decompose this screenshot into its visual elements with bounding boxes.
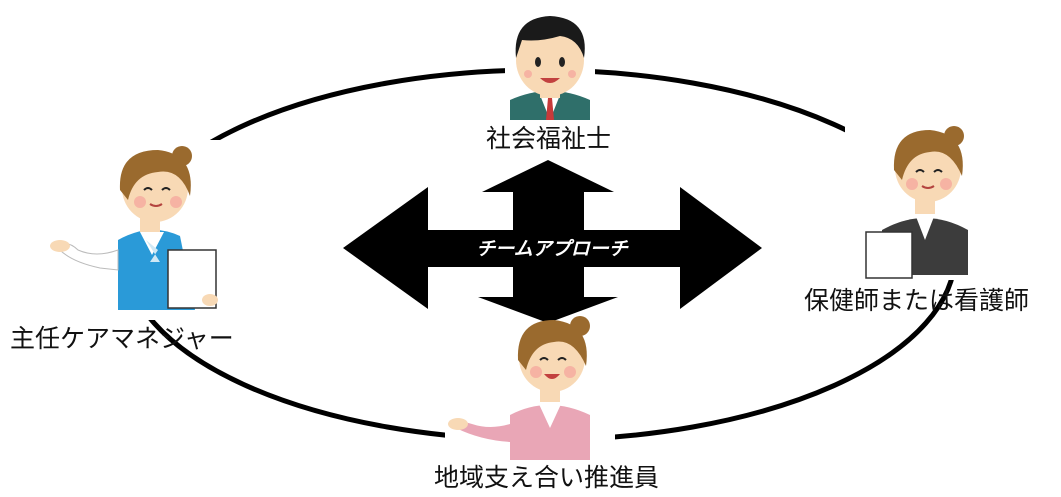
center-label: チームアプローチ	[476, 238, 628, 260]
care-manager-illustration	[50, 146, 218, 310]
community-support-illustration	[448, 316, 590, 460]
role-label-care-manager: 主任ケアマネジャー	[10, 324, 234, 353]
social-worker-illustration	[510, 16, 590, 120]
nurse-illustration	[865, 126, 968, 279]
role-label-nurse: 保健師または看護師	[804, 286, 1030, 315]
four-way-arrow	[343, 160, 762, 323]
role-label-community-support: 地域支え合い推進員	[434, 463, 660, 492]
role-label-social-worker: 社会福祉士	[486, 124, 612, 153]
